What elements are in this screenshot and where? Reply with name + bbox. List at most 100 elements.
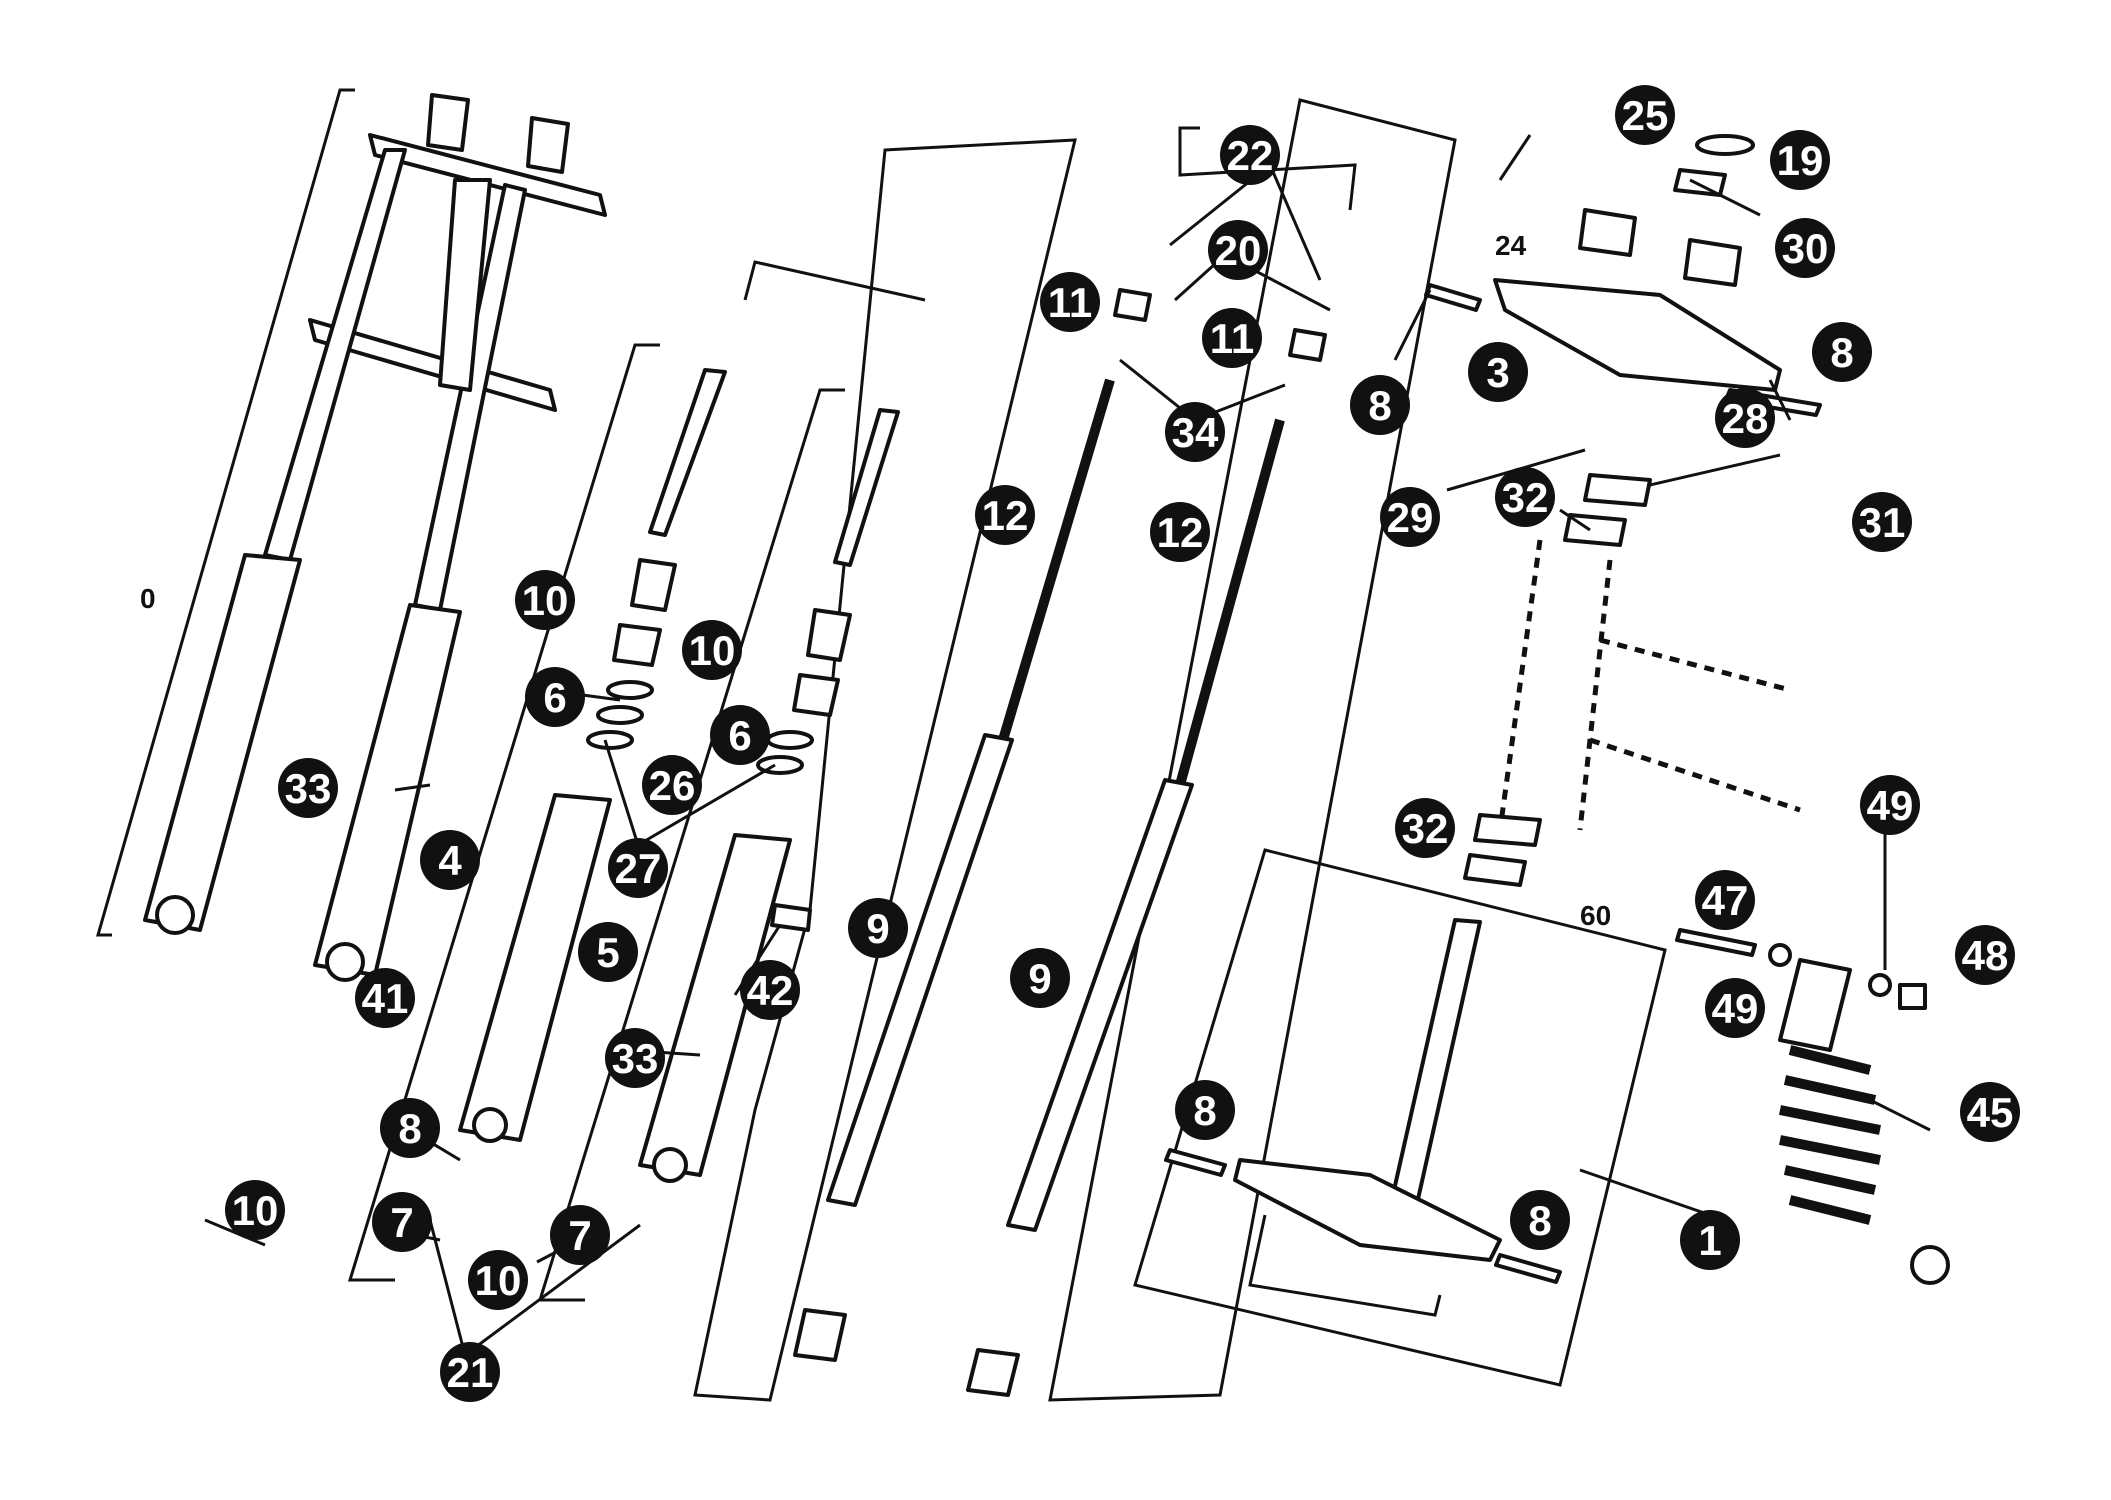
svg-text:12: 12 xyxy=(1157,509,1204,556)
callout-1[interactable]: 1 xyxy=(1680,1210,1740,1270)
svg-text:28: 28 xyxy=(1722,395,1769,442)
damper-rod-left xyxy=(648,368,727,537)
callout-10a[interactable]: 10 xyxy=(515,570,575,630)
svg-text:32: 32 xyxy=(1402,805,1449,852)
svg-text:12: 12 xyxy=(982,492,1029,539)
callout-4[interactable]: 4 xyxy=(420,830,480,890)
callouts: 1 3 4 5 6 6 7 7 8 8 8 8 8 9 9 10 10 10 1… xyxy=(225,85,2020,1402)
left-leg-parts xyxy=(458,368,900,1183)
bolt-8-lower-right xyxy=(1494,1253,1562,1284)
svg-text:10: 10 xyxy=(475,1257,522,1304)
svg-text:30: 30 xyxy=(1782,225,1829,272)
svg-text:10: 10 xyxy=(232,1187,279,1234)
slider-left xyxy=(143,553,302,932)
fork-spring-left xyxy=(995,378,1115,752)
callout-42[interactable]: 42 xyxy=(740,960,800,1020)
callout-5[interactable]: 5 xyxy=(578,922,638,982)
callout-34[interactable]: 34 xyxy=(1165,402,1225,462)
callout-12b[interactable]: 12 xyxy=(1150,502,1210,562)
bracket-left-leg xyxy=(347,343,660,1282)
washer-left-3 xyxy=(586,730,634,750)
fork-cap-left xyxy=(426,93,470,152)
callout-25[interactable]: 25 xyxy=(1615,85,1675,145)
fork-tube-right xyxy=(1006,778,1194,1232)
callout-8c[interactable]: 8 xyxy=(1510,1190,1570,1250)
callout-6a[interactable]: 6 xyxy=(525,667,585,727)
bolt-47 xyxy=(1675,928,1757,957)
bracket-complete-fork xyxy=(96,88,355,937)
steering-head-dashed xyxy=(1497,539,1801,831)
svg-text:48: 48 xyxy=(1962,932,2009,979)
callout-6b[interactable]: 6 xyxy=(710,705,770,765)
handlebar-clamp-a xyxy=(1578,208,1637,257)
callout-11b[interactable]: 11 xyxy=(1202,308,1262,368)
damper-rod-right xyxy=(833,408,900,567)
svg-text:8: 8 xyxy=(1193,1087,1216,1134)
frame-lower-yoke xyxy=(1133,848,1667,1387)
label-60: 60 xyxy=(1580,900,1611,931)
svg-text:33: 33 xyxy=(285,765,332,812)
callout-31[interactable]: 31 xyxy=(1852,492,1912,552)
svg-text:42: 42 xyxy=(747,967,794,1014)
callout-49a[interactable]: 49 xyxy=(1860,775,1920,835)
callout-7a[interactable]: 7 xyxy=(372,1192,432,1252)
callout-12a[interactable]: 12 xyxy=(975,485,1035,545)
callout-32b[interactable]: 32 xyxy=(1395,798,1455,858)
svg-text:25: 25 xyxy=(1622,92,1669,139)
callout-45[interactable]: 45 xyxy=(1960,1082,2020,1142)
nut-48 xyxy=(1898,983,1927,1010)
callout-3[interactable]: 3 xyxy=(1468,342,1528,402)
callout-9a[interactable]: 9 xyxy=(848,898,908,958)
callout-28[interactable]: 28 xyxy=(1715,388,1775,448)
callout-11a[interactable]: 11 xyxy=(1040,272,1100,332)
svg-text:29: 29 xyxy=(1387,494,1434,541)
svg-text:45: 45 xyxy=(1967,1089,2014,1136)
callout-33a[interactable]: 33 xyxy=(278,758,338,818)
callout-22[interactable]: 22 xyxy=(1220,125,1280,185)
svg-text:4: 4 xyxy=(438,837,462,884)
washer-left-2 xyxy=(596,705,644,725)
handlebar-clamp-b xyxy=(1683,238,1742,287)
top-cap-11a xyxy=(1113,288,1152,322)
callout-19[interactable]: 19 xyxy=(1770,130,1830,190)
callout-9b[interactable]: 9 xyxy=(1010,948,1070,1008)
svg-text:9: 9 xyxy=(866,905,889,952)
callout-49b[interactable]: 49 xyxy=(1705,978,1765,1038)
callout-33b[interactable]: 33 xyxy=(605,1028,665,1088)
callout-10b[interactable]: 10 xyxy=(682,620,742,680)
svg-text:27: 27 xyxy=(615,845,662,892)
callout-8e[interactable]: 8 xyxy=(1812,322,1872,382)
svg-text:33: 33 xyxy=(612,1035,659,1082)
callout-48[interactable]: 48 xyxy=(1955,925,2015,985)
callout-8a[interactable]: 8 xyxy=(380,1098,440,1158)
callout-29[interactable]: 29 xyxy=(1380,487,1440,547)
callout-32a[interactable]: 32 xyxy=(1495,467,1555,527)
callout-26[interactable]: 26 xyxy=(642,755,702,815)
bearing-lower xyxy=(1463,853,1527,887)
shock-body-45 xyxy=(1778,958,1852,1052)
callout-7b[interactable]: 7 xyxy=(550,1205,610,1265)
damper-parts-right xyxy=(792,608,852,717)
bearing-31 xyxy=(1583,473,1652,507)
callout-20[interactable]: 20 xyxy=(1208,220,1268,280)
callout-10d[interactable]: 10 xyxy=(468,1250,528,1310)
callout-41[interactable]: 41 xyxy=(355,968,415,1028)
shock-eye-lower xyxy=(1910,1245,1950,1285)
callout-21[interactable]: 21 xyxy=(440,1342,500,1402)
svg-text:5: 5 xyxy=(596,929,619,976)
callout-27[interactable]: 27 xyxy=(608,838,668,898)
callout-8b[interactable]: 8 xyxy=(1175,1080,1235,1140)
axle-lug-right-leg xyxy=(652,1147,688,1183)
callout-10c[interactable]: 10 xyxy=(225,1180,285,1240)
callout-8d[interactable]: 8 xyxy=(1350,375,1410,435)
fork-spring-right xyxy=(1175,418,1285,787)
svg-text:7: 7 xyxy=(390,1199,413,1246)
svg-text:22: 22 xyxy=(1227,132,1274,179)
shock-spring-45 xyxy=(1779,1045,1881,1225)
callout-47[interactable]: 47 xyxy=(1695,870,1755,930)
callout-30[interactable]: 30 xyxy=(1775,218,1835,278)
label-0: 0 xyxy=(140,583,156,614)
svg-text:8: 8 xyxy=(398,1105,421,1152)
svg-text:31: 31 xyxy=(1859,499,1906,546)
svg-text:8: 8 xyxy=(1368,382,1391,429)
